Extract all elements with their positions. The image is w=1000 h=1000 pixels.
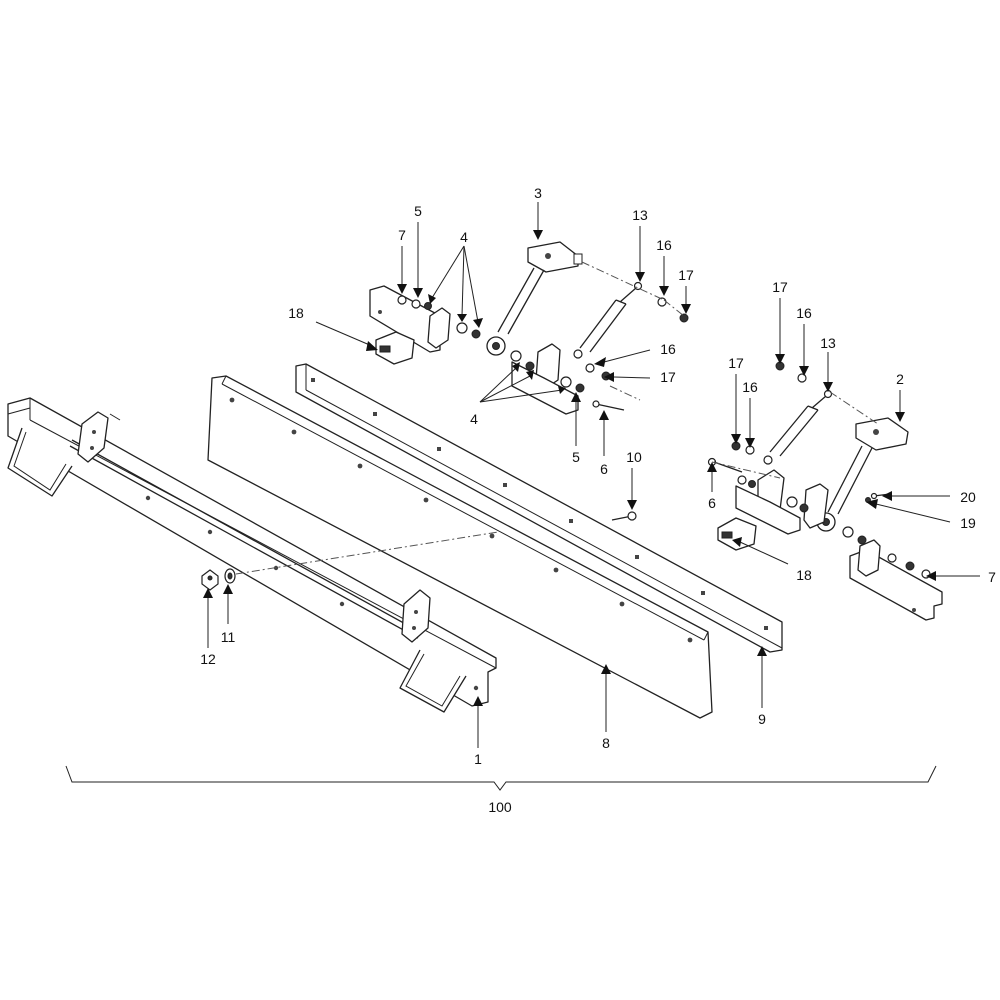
right-hinge-assembly bbox=[707, 361, 943, 621]
washer-16-left-top bbox=[657, 297, 667, 307]
washer-11 bbox=[224, 568, 236, 584]
callout-7-left: 7 bbox=[398, 227, 406, 243]
nut-12 bbox=[201, 569, 219, 591]
clip-18-left bbox=[375, 331, 415, 365]
callout-7-right: 7 bbox=[988, 569, 996, 585]
callout-16-right-top: 16 bbox=[796, 305, 812, 321]
callout-17-right-top: 17 bbox=[772, 279, 788, 295]
part-1-support-bar bbox=[7, 397, 497, 713]
callout-13-left: 13 bbox=[632, 207, 648, 223]
callout-13-right: 13 bbox=[820, 335, 836, 351]
gas-spring-13-left bbox=[573, 281, 643, 359]
left-hinge-assembly bbox=[369, 241, 689, 415]
callout-17-right-mid: 17 bbox=[728, 355, 744, 371]
callout-12: 12 bbox=[200, 651, 216, 667]
washer-16-left bbox=[585, 363, 595, 373]
nut-17-left-top bbox=[679, 313, 689, 323]
callout-1: 1 bbox=[474, 751, 482, 767]
clip-18-right bbox=[717, 517, 757, 551]
callout-100: 100 bbox=[488, 799, 512, 815]
callout-2: 2 bbox=[896, 371, 904, 387]
callout-6-right: 6 bbox=[708, 495, 716, 511]
callout-11: 11 bbox=[221, 629, 236, 645]
callouts: 1 2 3 4 4 5 5 6 6 7 7 8 9 10 11 12 13 13… bbox=[200, 185, 996, 815]
callout-16-right-mid: 16 bbox=[742, 379, 758, 395]
callout-6-left: 6 bbox=[600, 461, 608, 477]
callout-19: 19 bbox=[960, 515, 976, 531]
callout-16-left-mid: 16 bbox=[660, 341, 676, 357]
bolt-10 bbox=[611, 511, 637, 521]
callout-4-top: 4 bbox=[460, 229, 468, 245]
callout-3: 3 bbox=[534, 185, 542, 201]
part-9-clamp-strip bbox=[295, 363, 783, 653]
callout-16-left-top: 16 bbox=[656, 237, 672, 253]
callout-4-bottom: 4 bbox=[470, 411, 478, 427]
washer-16-right-top bbox=[797, 373, 807, 383]
callout-5-bottom: 5 bbox=[572, 449, 580, 465]
nut-7-left bbox=[397, 295, 407, 305]
part-8-flap bbox=[207, 375, 713, 719]
callout-9: 9 bbox=[758, 711, 766, 727]
callout-17-left-mid: 17 bbox=[660, 369, 676, 385]
callout-10: 10 bbox=[626, 449, 642, 465]
callout-18-left: 18 bbox=[288, 305, 304, 321]
assembly-lines bbox=[235, 261, 879, 575]
leaders bbox=[65, 202, 980, 791]
gas-spring-13-right bbox=[763, 389, 833, 465]
callout-18-right: 18 bbox=[796, 567, 812, 583]
callout-20: 20 bbox=[960, 489, 976, 505]
callout-5-top: 5 bbox=[414, 203, 422, 219]
callout-17-left-top: 17 bbox=[678, 267, 694, 283]
washer-5-left bbox=[411, 299, 421, 309]
callout-8: 8 bbox=[602, 735, 610, 751]
